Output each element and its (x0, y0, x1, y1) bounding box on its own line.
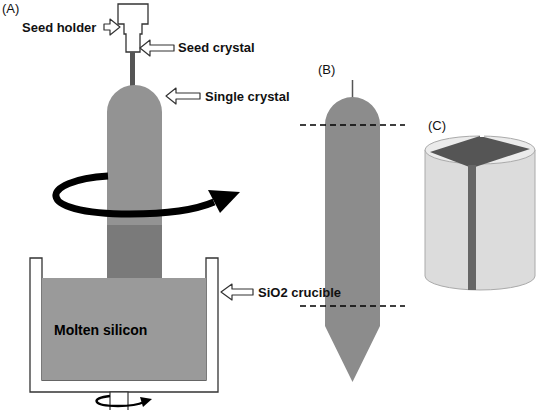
square-wafer (430, 136, 530, 168)
single-crystal (107, 85, 162, 300)
rotation-arrowhead (208, 190, 240, 213)
part-label: Seed holder (22, 20, 96, 35)
node-text: Molten silicon (54, 322, 206, 338)
part-label: SiO2 crucible (258, 285, 341, 300)
pointer-arrow (140, 40, 174, 56)
slice-gap (468, 165, 476, 290)
pointer-arrow (104, 19, 120, 35)
crucible-rotation-arrowhead (140, 397, 152, 407)
pointer-arrow (221, 284, 253, 300)
crucible-shaft (110, 392, 128, 410)
rotation-arrow (56, 176, 214, 214)
panel-letter: (C) (428, 118, 446, 133)
crucible-rotation-arrow (97, 396, 144, 406)
seed-crystal (130, 52, 135, 88)
quadrant-gap (480, 135, 484, 137)
melt-region: Molten silicon (42, 278, 206, 380)
pointer-arrow (166, 88, 200, 104)
part-label: Single crystal (205, 89, 290, 104)
ingot (325, 97, 380, 382)
cut-line (300, 305, 405, 306)
part-label: Seed crystal (178, 40, 255, 55)
seed-line (352, 80, 354, 98)
panel-letter: (B) (318, 62, 335, 77)
cut-line (300, 124, 405, 125)
cylinder-body (425, 150, 535, 290)
crucible-wall (30, 258, 218, 392)
panel-letter: (A) (2, 1, 19, 16)
